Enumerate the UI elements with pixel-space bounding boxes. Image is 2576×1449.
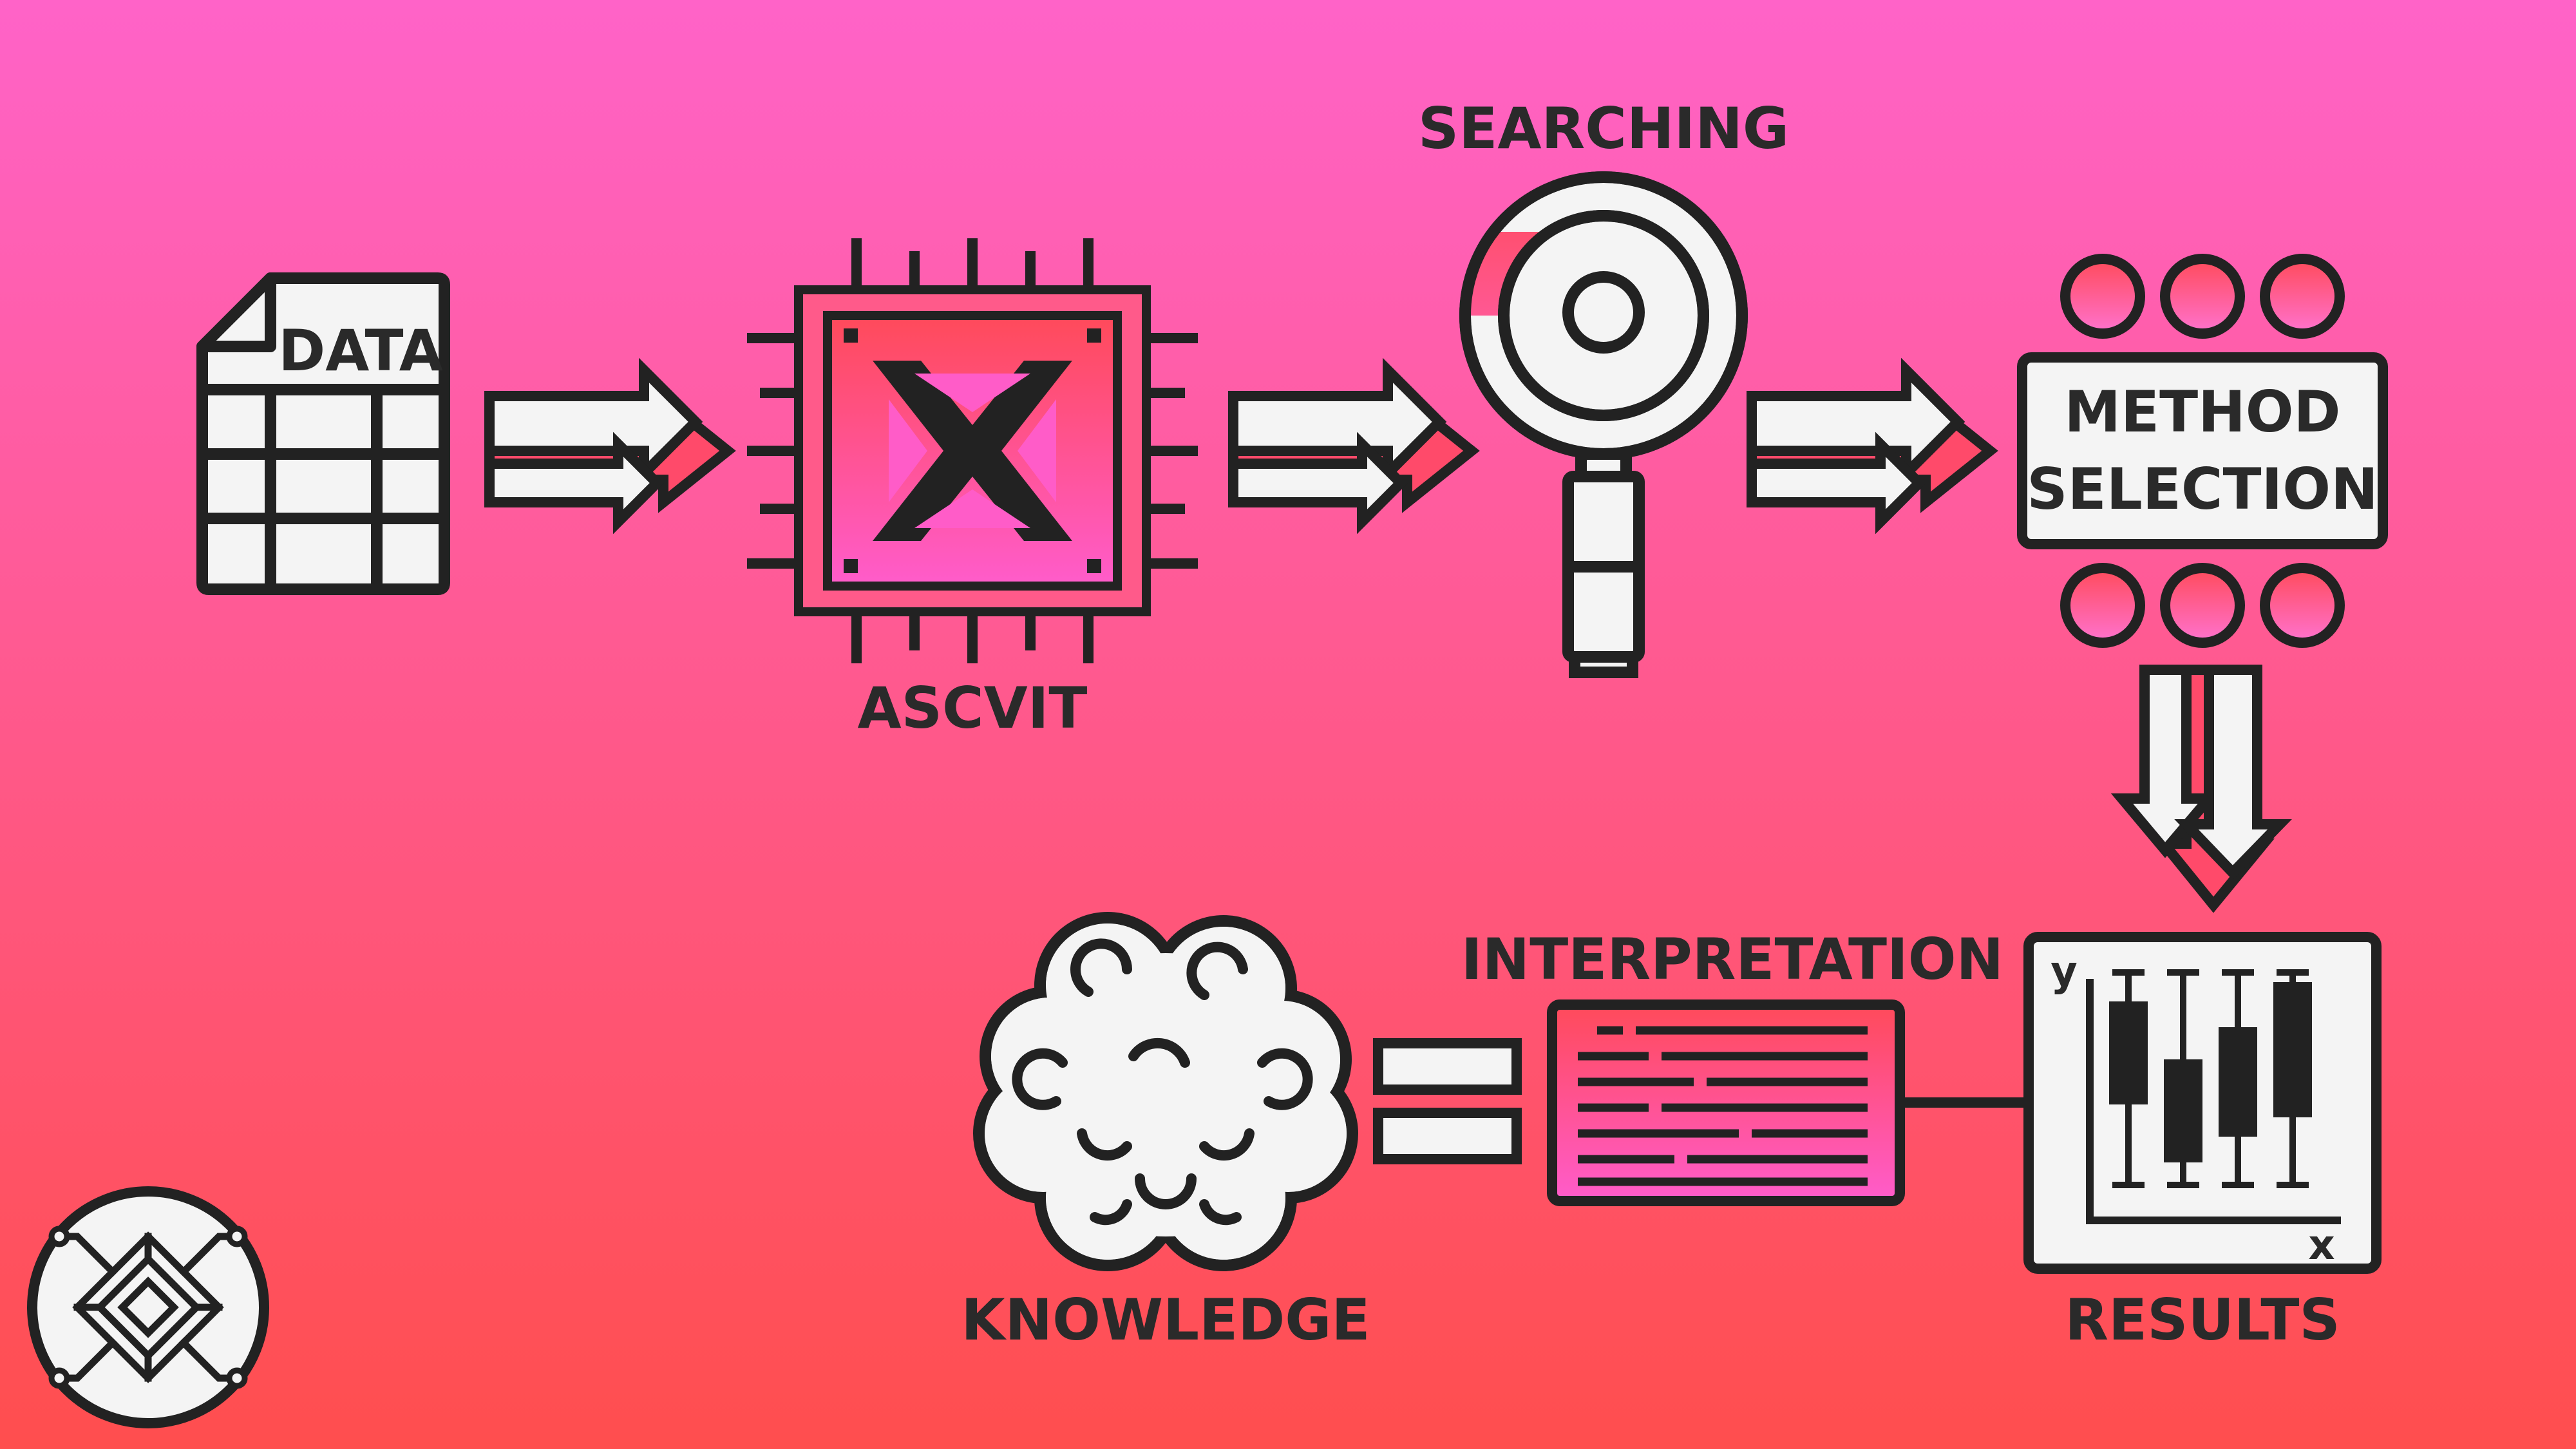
selection-panel-icon <box>2017 254 2388 648</box>
option-dots-top <box>2060 254 2345 339</box>
brain-icon <box>973 912 1358 1271</box>
arrow-method-to-results <box>2110 665 2292 913</box>
results-axis-y: y <box>2050 948 2078 996</box>
spreadsheet-document-icon <box>196 272 450 595</box>
interpretation-label: INTERPRETATION <box>1461 926 2003 992</box>
chip-pins-left <box>747 333 799 569</box>
ascvit-label: ASCVIT <box>858 675 1088 741</box>
results-axis-x: x <box>2308 1222 2334 1269</box>
option-dots-bottom <box>2060 563 2345 648</box>
brain-folds <box>1012 938 1313 1226</box>
equals-sign <box>1373 1038 1522 1164</box>
arrow-ascvit-to-searching <box>1228 357 1480 535</box>
data-node: DATA <box>196 272 450 595</box>
searching-label: SEARCHING <box>1418 95 1789 162</box>
chip-pins-right <box>1146 333 1198 569</box>
results-label: RESULTS <box>2065 1287 2340 1353</box>
magnifying-glass-icon <box>1459 171 1748 678</box>
candles <box>2109 969 2312 1188</box>
method-selection-node: METHOD SELECTION <box>2017 254 2388 648</box>
brain-fill <box>985 923 1347 1260</box>
text-document-icon <box>1547 999 1905 1206</box>
chip-x-emblem <box>873 361 1072 541</box>
data-label: DATA <box>278 317 443 384</box>
method-label-line1: METHOD <box>2064 379 2340 445</box>
circuit-maze-logo-icon <box>27 1186 269 1428</box>
searching-node: SEARCHING <box>1418 95 1789 678</box>
interpretation-node: INTERPRETATION <box>1461 926 2003 1206</box>
method-label-line2: SELECTION <box>2027 456 2378 522</box>
results-node: y x RESULTS <box>2023 932 2382 1353</box>
document-lines <box>1578 1026 1868 1186</box>
arrow-searching-to-method <box>1747 357 1998 535</box>
chip-pins-top <box>851 238 1094 290</box>
knowledge-label: KNOWLEDGE <box>961 1287 1370 1353</box>
arrow-data-to-ascvit <box>484 357 736 535</box>
chip-pins-bottom <box>851 612 1094 663</box>
candlestick-chart-icon <box>2023 932 2382 1274</box>
ascvit-node: ASCVIT <box>747 238 1198 741</box>
knowledge-node: KNOWLEDGE <box>961 912 1370 1353</box>
processor-chip-icon <box>747 238 1198 663</box>
